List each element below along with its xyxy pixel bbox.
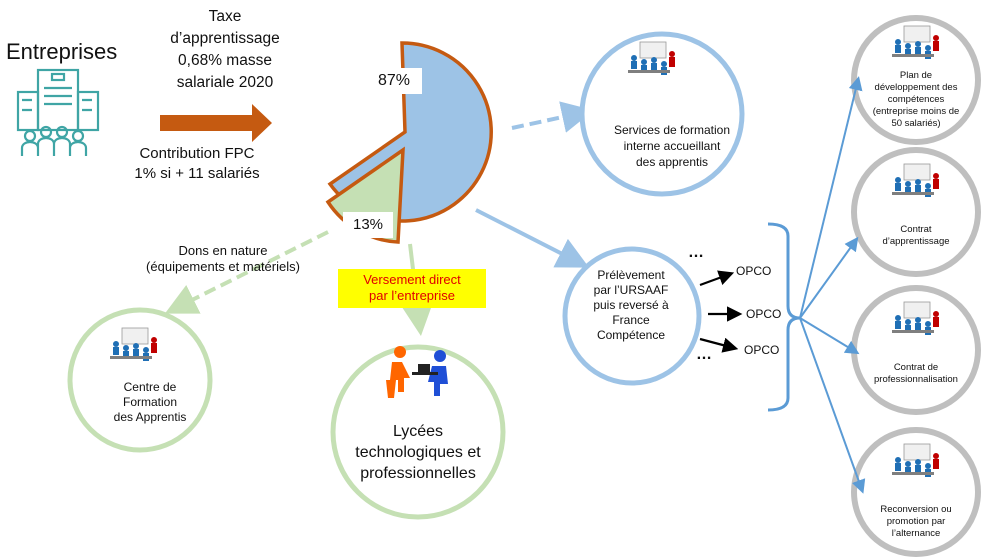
side-arrow-2 — [799, 236, 859, 319]
prelevement-text: Prélèvement par l’URSAAF puis reversé à … — [593, 268, 669, 342]
lycees-text: Lycées technologiques et professionnelle… — [355, 423, 481, 482]
students-icon — [386, 346, 448, 398]
ellipsis-top: … — [688, 244, 705, 261]
arrow-to-cfa — [164, 230, 329, 314]
side-text-3: Contrat de professionnalisation — [874, 362, 958, 385]
opco-arrow-1 — [699, 270, 735, 287]
taxe-text: Taxe d’apprentissage 0,68% masse salaria… — [170, 8, 280, 91]
opco-label-1: OPCO — [736, 264, 772, 278]
versement-label: Versement direct par l’entreprise — [338, 269, 486, 308]
side-arrow-4 — [799, 317, 866, 494]
contribution-arrow — [160, 104, 272, 142]
building-people-icon — [16, 68, 100, 156]
services-circle — [579, 31, 745, 197]
cfa-circle — [67, 307, 213, 453]
side-arrow-3 — [799, 317, 860, 355]
dons-text: Dons en nature (équipements et matériels… — [146, 243, 300, 274]
side-text-1: Plan de développement des compétences (e… — [872, 70, 960, 129]
lycees-circle — [330, 344, 506, 520]
ellipsis-bottom: … — [696, 346, 713, 363]
pie-label-13: 13% — [343, 212, 393, 238]
cfa-text: Centre de Formation des Apprentis — [113, 380, 187, 424]
opco-arrow-3 — [699, 337, 739, 353]
arrow-to-prelevement — [475, 208, 590, 268]
services-text: Services de formation interne accueillan… — [613, 123, 731, 169]
opco-label-3: OPCO — [744, 343, 780, 357]
side-text-2: Contrat d’apprentissage — [882, 224, 950, 247]
opco-label-2: OPCO — [746, 307, 782, 321]
entreprises-title: Entreprises — [6, 39, 118, 64]
side-arrow-1 — [799, 76, 863, 319]
arrow-to-services — [511, 101, 594, 133]
contribution-text: Contribution FPC 1% si + 11 salariés — [134, 145, 260, 182]
side-text-4: Reconversion ou promotion par l’alternan… — [880, 504, 952, 539]
pie-label-87: 87% — [366, 68, 422, 94]
side-circle-2 — [851, 147, 981, 277]
prelevement-circle — [562, 246, 702, 386]
